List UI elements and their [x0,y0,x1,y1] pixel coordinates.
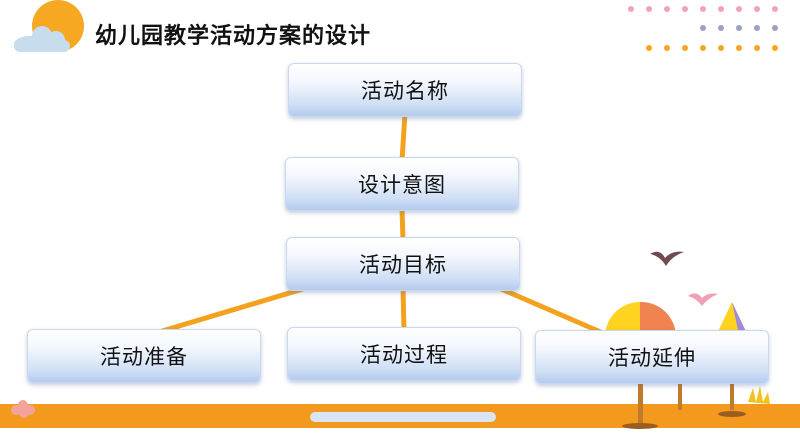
bird-icon [688,293,718,306]
page-title: 幼儿园教学活动方案的设计 [95,24,372,49]
node-activity-process: 活动过程 [287,327,521,381]
bird-icon [650,251,684,266]
connector-goal-prep [154,284,311,336]
cloud-icon [14,26,70,52]
connector-goal-extend [495,284,607,337]
connector-intent-goal [399,206,406,242]
node-activity-name: 活动名称 [288,63,522,117]
node-activity-goal: 活动目标 [286,237,520,291]
node-activity-prep: 活动准备 [27,329,261,383]
grass-icon [748,386,770,404]
connector-lines [154,112,607,337]
node-activity-extend: 活动延伸 [535,330,769,384]
scroll-bar-shape [310,412,496,422]
flower-icon [11,400,35,418]
dots-decoration [628,6,778,51]
node-design-intent: 设计意图 [285,157,519,211]
connector-name-intent [399,112,408,162]
connector-goal-process [400,286,407,332]
